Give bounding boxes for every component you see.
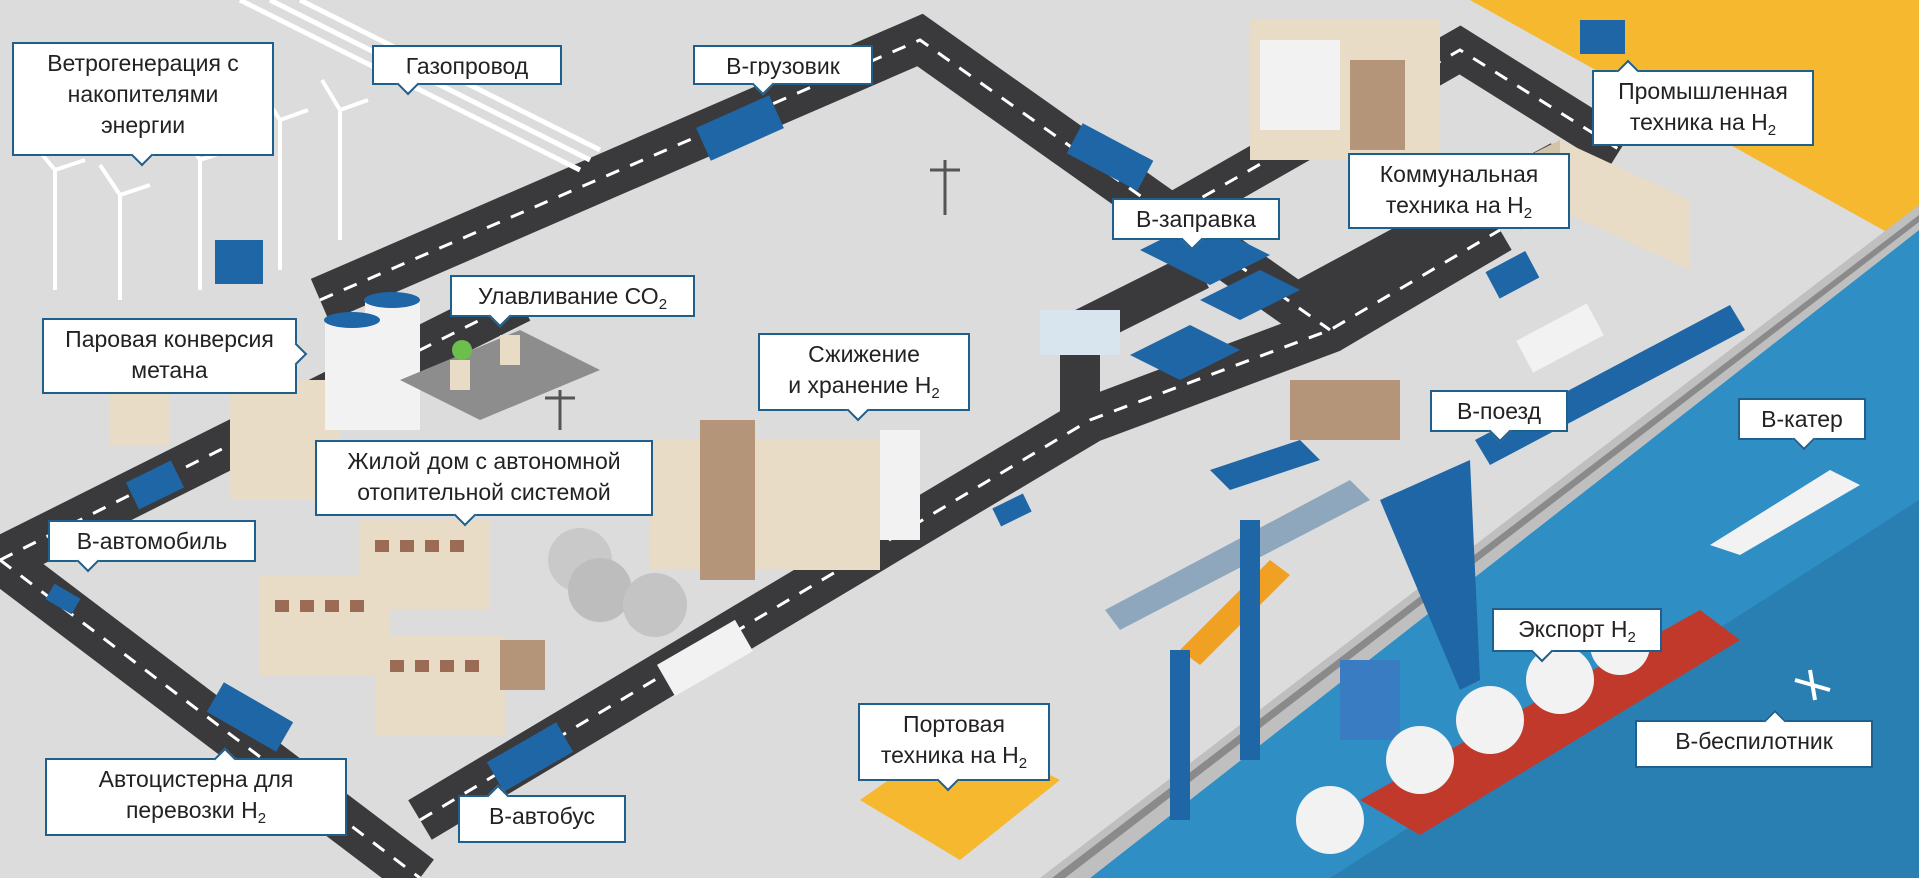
tanker-line-2: перевозки Н bbox=[125, 797, 258, 823]
truck-mid bbox=[657, 619, 753, 697]
tanker-line-1: Автоцистерна для bbox=[98, 766, 294, 792]
municipal-line-1: Коммунальная bbox=[1379, 161, 1539, 187]
tanker-lower bbox=[206, 682, 294, 752]
boat-text: В-катер bbox=[1761, 406, 1843, 432]
vehicles bbox=[45, 20, 1625, 792]
label-industrial-machinery: Промышленная техника на Н2 bbox=[1592, 59, 1814, 146]
liquefaction-plant bbox=[548, 420, 920, 637]
label-port-machinery: Портовая техника на Н2 bbox=[858, 703, 1050, 792]
gas-pipeline-text: Газопровод bbox=[405, 53, 529, 79]
car-text: В-автомобиль bbox=[76, 528, 228, 554]
steam-line-1: Паровая конверсия bbox=[65, 326, 274, 352]
label-h-car: В-автомобиль bbox=[48, 520, 256, 573]
co2-sub: 2 bbox=[658, 296, 668, 313]
station-text: В-заправка bbox=[1136, 206, 1256, 232]
port-area bbox=[860, 460, 1480, 860]
lng-ship bbox=[1296, 610, 1740, 854]
train-text: В-поезд bbox=[1457, 398, 1541, 424]
label-h-bus: В-автобус bbox=[458, 784, 626, 843]
label-h-truck: В-грузовик bbox=[693, 45, 873, 96]
house-line-2: отопительной системой bbox=[357, 479, 611, 505]
label-gas-pipeline: Газопровод bbox=[372, 45, 562, 96]
label-wind-generation: Ветрогенерация с накопителями энергии bbox=[12, 42, 274, 167]
drone-text: В-беспилотник bbox=[1675, 728, 1833, 754]
label-municipal-machinery: Коммунальная техника на Н2 bbox=[1348, 153, 1570, 229]
label-residential-house: Жилой дом с автономной отопительной сист… bbox=[315, 440, 653, 527]
wind-line-2: накопителями bbox=[67, 81, 219, 107]
boat bbox=[1710, 470, 1860, 555]
municipal-sub: 2 bbox=[1523, 205, 1533, 222]
port-sub: 2 bbox=[1018, 755, 1028, 772]
liquefaction-line-1: Сжижение bbox=[808, 341, 920, 367]
bus-text: В-автобус bbox=[489, 803, 595, 829]
power-lines bbox=[545, 160, 960, 430]
residential-houses bbox=[260, 520, 545, 735]
port-line-2: техника на Н bbox=[880, 742, 1019, 768]
liquefaction-sub: 2 bbox=[931, 385, 940, 402]
export-sub: 2 bbox=[1627, 629, 1636, 646]
factory bbox=[1250, 20, 1440, 160]
bus bbox=[486, 722, 574, 792]
export-text: Экспорт Н bbox=[1518, 616, 1628, 642]
label-h-drone: В-беспилотник bbox=[1635, 709, 1873, 768]
truck-tanker-top bbox=[1066, 123, 1154, 191]
house-line-1: Жилой дом с автономной bbox=[347, 448, 621, 474]
industrial-line-2: техника на Н bbox=[1629, 109, 1768, 135]
label-co2-capture: Улавливание СО2 bbox=[450, 275, 695, 328]
truck-upper bbox=[696, 95, 784, 161]
label-h-train: В-поезд bbox=[1430, 390, 1568, 443]
wind-line-3: энергии bbox=[100, 112, 186, 138]
label-steam-reforming: Паровая конверсия метана bbox=[42, 318, 308, 394]
liquefaction-line-2: и хранение Н bbox=[788, 372, 932, 398]
municipal-line-2: техника на Н bbox=[1385, 192, 1524, 218]
industrial-sub: 2 bbox=[1767, 122, 1777, 139]
railway-station bbox=[1210, 380, 1400, 490]
co2-capture bbox=[400, 330, 600, 420]
h-truck-text: В-грузовик bbox=[726, 53, 840, 79]
label-h-boat: В-катер bbox=[1738, 398, 1866, 451]
storage-box bbox=[215, 240, 263, 284]
truck-industrial bbox=[1580, 20, 1625, 54]
port-line-1: Портовая bbox=[903, 711, 1005, 737]
drone bbox=[1794, 669, 1831, 701]
co2-text: Улавливание СО bbox=[477, 283, 659, 309]
rail-track bbox=[1052, 215, 1919, 878]
label-fuel-station: В-заправка bbox=[1112, 198, 1280, 251]
car-mid bbox=[992, 493, 1032, 527]
truck-white bbox=[1516, 303, 1604, 373]
label-h2-export: Экспорт Н2 bbox=[1492, 608, 1662, 663]
label-liquefaction-storage: Сжижение и хранение Н2 bbox=[758, 333, 970, 422]
tanker-sub: 2 bbox=[257, 810, 267, 827]
smr-plant bbox=[110, 292, 420, 500]
label-tanker-truck: Автоцистерна для перевозки Н2 bbox=[45, 747, 347, 836]
train-lower bbox=[1105, 480, 1370, 630]
steam-line-2: метана bbox=[131, 357, 208, 383]
van-left bbox=[125, 460, 185, 510]
wind-line-1: Ветрогенерация с bbox=[47, 50, 239, 76]
car-left bbox=[45, 583, 81, 615]
industrial-line-1: Промышленная bbox=[1618, 78, 1788, 104]
truck-municipal bbox=[1485, 250, 1540, 299]
